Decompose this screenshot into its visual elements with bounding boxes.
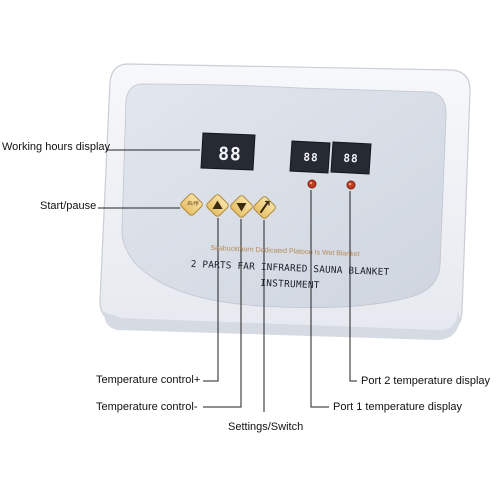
leader-port2 <box>349 191 357 382</box>
leader-lines <box>98 149 357 412</box>
callout-temp-up: Temperature control+ <box>96 374 201 386</box>
port-1-led <box>307 179 317 189</box>
slash-switch-icon <box>260 201 269 213</box>
port-2-display <box>330 141 372 175</box>
start-pause-button[interactable] <box>179 192 203 216</box>
callout-settings: Settings/Switch <box>228 421 304 433</box>
settings-switch-button[interactable] <box>252 195 276 219</box>
callout-port2: Port 2 temperature display <box>361 375 491 387</box>
callout-temp-down: Temperature control- <box>96 401 198 413</box>
start-pause-glyph: 启/停 <box>187 200 199 208</box>
triangle-up-icon <box>212 200 223 209</box>
working-hours-display <box>200 132 256 171</box>
temp-up-button[interactable] <box>205 193 229 217</box>
temp-down-button[interactable] <box>229 194 253 218</box>
working-hours-readout: 88 <box>217 143 243 166</box>
callout-start-pause: Start/pause <box>40 200 97 212</box>
port-1-readout: 88 <box>303 150 319 165</box>
callout-port1: Port 1 temperature display <box>333 401 463 413</box>
port-2-led <box>346 180 356 190</box>
leader-temp-up <box>203 218 219 382</box>
leader-port1 <box>310 190 329 408</box>
leader-temp-down <box>203 219 242 408</box>
port-1-display <box>289 140 331 174</box>
port-2-readout: 88 <box>343 151 359 166</box>
callout-working-hours: Working hours display <box>2 141 111 153</box>
triangle-down-icon <box>236 203 247 212</box>
